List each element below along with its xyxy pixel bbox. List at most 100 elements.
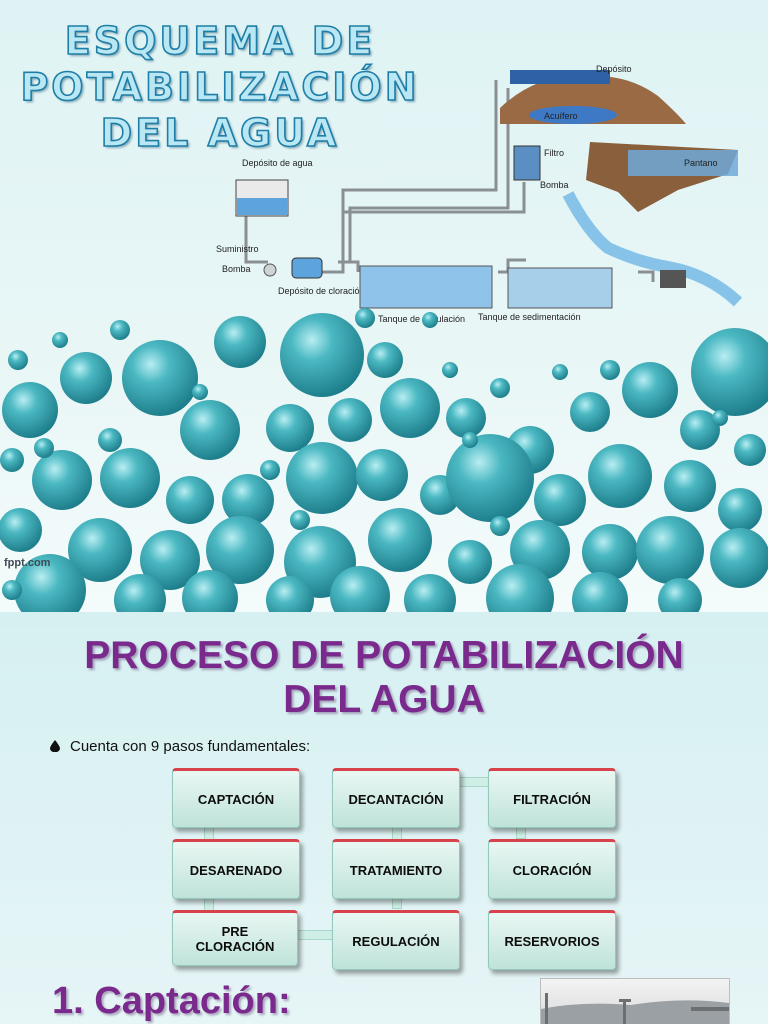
bubble (710, 528, 768, 588)
bubble (68, 518, 132, 582)
bubble (2, 382, 58, 438)
bubble (490, 516, 510, 536)
bubble (552, 364, 568, 380)
bubble (280, 313, 364, 397)
slide2-title-line: DEL AGUA (283, 678, 485, 721)
step-regulacion: REGULACIÓN (332, 910, 460, 970)
bubbles-decoration (0, 308, 768, 612)
bubble (214, 316, 266, 368)
bubble (664, 460, 716, 512)
diagram-label-tanque-floculacion: Tanque de floculación (378, 314, 465, 324)
bubble (0, 448, 24, 472)
bubble (490, 378, 510, 398)
bubble (60, 352, 112, 404)
slide1-title-line: ESQUEMA DE (64, 18, 376, 64)
diagram-label-deposito-agua: Depósito de agua (242, 158, 313, 168)
bubble (140, 530, 200, 590)
bubble (582, 524, 638, 580)
slide-proceso: PROCESO DE POTABILIZACIÓN DEL AGUA Cuent… (0, 612, 768, 1024)
bubble (442, 362, 458, 378)
bubble (122, 340, 198, 416)
diagram-label-suministro: Suministro (216, 244, 259, 254)
bubble (330, 566, 390, 612)
step-filtracion: FILTRACIÓN (488, 768, 616, 828)
slide1-title-line: DEL AGUA (100, 110, 340, 156)
diagram-label-acuifero: Acuífero (544, 111, 578, 121)
diagram-label-pantano: Pantano (684, 158, 718, 168)
bubble (206, 516, 274, 584)
bubble (588, 444, 652, 508)
bubble (658, 578, 702, 612)
bubble (180, 400, 240, 460)
diagram-label-bomba-left: Bomba (222, 264, 251, 274)
bubble (462, 432, 478, 448)
step-tratamiento: TRATAMIENTO (332, 839, 460, 899)
bubble (114, 574, 166, 612)
bubble (286, 442, 358, 514)
bubble (328, 398, 372, 442)
step-captacion: CAPTACIÓN (172, 768, 300, 828)
step-desarenado: DESARENADO (172, 839, 300, 899)
bubble (166, 476, 214, 524)
bubble (446, 434, 534, 522)
bubble (110, 320, 130, 340)
bubble (680, 410, 720, 450)
diagram-label-deposito-cloracion: Depósito de cloración (278, 286, 365, 296)
water-treatment-diagram: Depósito Acuífero Pantano Filtro Bomba D… (216, 64, 743, 324)
bullet-item: Cuenta con 9 pasos fundamentales: (50, 738, 310, 755)
bubble (2, 580, 22, 600)
bubble (266, 404, 314, 452)
bubble (260, 460, 280, 480)
bubble (570, 392, 610, 432)
bubble (600, 360, 620, 380)
bubble (192, 384, 208, 400)
bubble (34, 438, 54, 458)
bullet-text: Cuenta con 9 pasos fundamentales: (70, 738, 311, 755)
bubble (691, 328, 768, 416)
bubble (422, 312, 438, 328)
bubble (100, 448, 160, 508)
diagram-label-tanque-sedimentacion: Tanque de sedimentación (478, 312, 581, 322)
water-drop-icon (50, 740, 60, 752)
bubble (290, 510, 310, 530)
bubble (222, 474, 274, 526)
step-reservorios: RESERVORIOS (488, 910, 616, 970)
bubble (486, 564, 554, 612)
steps-diagram: CAPTACIÓN DECANTACIÓN FILTRACIÓN DESAREN… (0, 612, 768, 1024)
step-cloracion: CLORACIÓN (488, 839, 616, 899)
bubble (355, 308, 375, 328)
diagram-label-bomba-right: Bomba (540, 180, 569, 190)
bubble (356, 449, 408, 501)
bubble (182, 570, 238, 612)
slide-esquema: ESQUEMA DE POTABILIZACIÓN DEL AGUA Depós… (0, 0, 768, 612)
captacion-photo (540, 978, 730, 1024)
bubble (712, 410, 728, 426)
bubble (572, 572, 628, 612)
bubble (32, 450, 92, 510)
bubble (404, 574, 456, 612)
bubble (98, 428, 122, 452)
bubble (380, 378, 440, 438)
watermark: fppt.com (4, 557, 51, 569)
bubble (622, 362, 678, 418)
step-pre-cloracion: PRE CLORACIÓN (172, 910, 298, 966)
bubble (734, 434, 766, 466)
bubble (14, 554, 86, 612)
bubble (368, 508, 432, 572)
slide1-title-line: POTABILIZACIÓN (20, 64, 420, 110)
diagram-label-deposito: Depósito (596, 64, 632, 74)
step-decantacion: DECANTACIÓN (332, 768, 460, 828)
bubble (266, 576, 314, 612)
diagram-label-filtro: Filtro (544, 148, 564, 158)
bubble (0, 508, 42, 552)
slide2-title: PROCESO DE POTABILIZACIÓN DEL AGUA (30, 634, 738, 722)
slide2-title-line: PROCESO DE POTABILIZACIÓN (84, 634, 684, 677)
bubble (448, 540, 492, 584)
section-heading: 1. Captación: (52, 980, 291, 1022)
bubble (718, 488, 762, 532)
bubble (446, 398, 486, 438)
bubble (636, 516, 704, 584)
bubble (52, 332, 68, 348)
slide1-title: ESQUEMA DE POTABILIZACIÓN DEL AGUA (0, 18, 440, 156)
bubble (367, 342, 403, 378)
